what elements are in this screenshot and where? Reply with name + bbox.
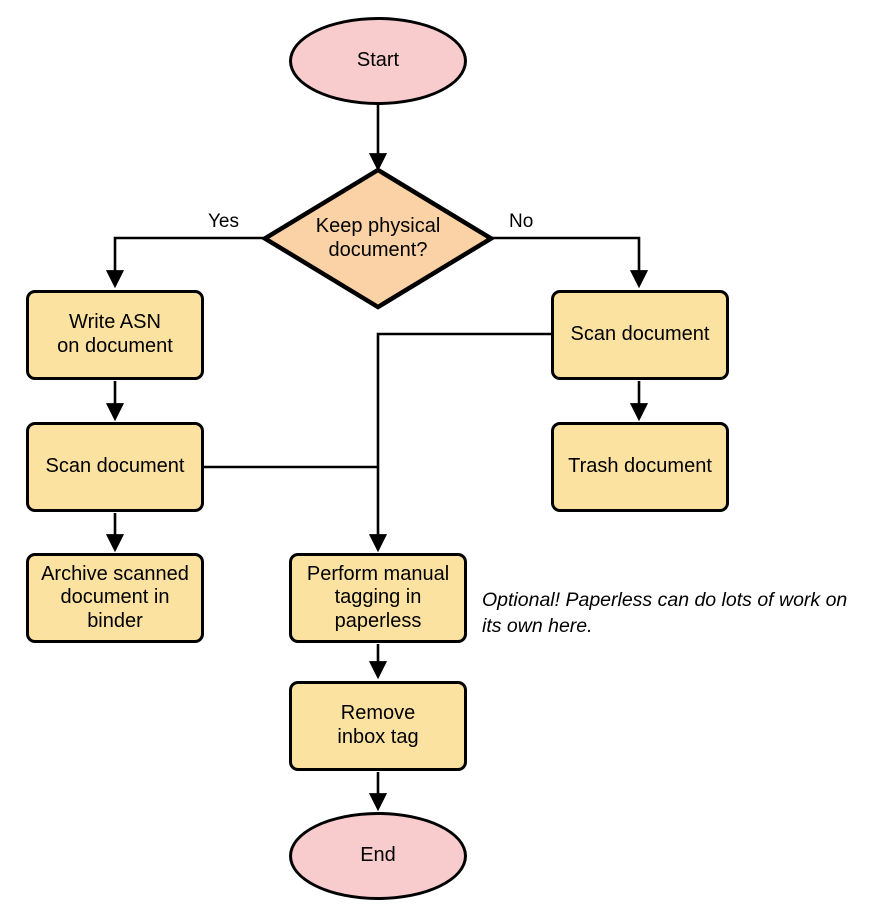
node-end[interactable]: End [289,812,467,900]
node-trash-document-label: Trash document [568,455,712,478]
node-scan-document-left[interactable]: Scan document [26,422,204,512]
edge-label-no: No [509,211,534,232]
edge-label-yes: Yes [208,211,239,232]
node-decision[interactable]: Keep physical document? [262,167,494,310]
node-start-label: Start [356,49,400,72]
node-scan-document-left-label: Scan document [45,455,185,478]
edge-yes-to-write-asn [105,236,264,289]
node-scan-document-right-label: Scan document [570,323,710,346]
node-trash-document[interactable]: Trash document [551,422,729,512]
node-remove-inbox-tag-label: Remove inbox tag [337,702,419,748]
node-write-asn[interactable]: Write ASN on document [26,290,204,380]
node-scan-document-right[interactable]: Scan document [551,290,729,380]
node-archive-label: Archive scanned document in binder [41,562,189,632]
diamond-shape [262,167,494,310]
edge-no-to-scan-right [492,236,649,289]
annotation-optional-note: Optional! Paperless can do lots of work … [482,589,848,638]
node-end-label: End [360,844,396,867]
node-manual-tagging-label: Perform manual tagging in paperless [306,562,450,632]
node-start[interactable]: Start [289,17,467,105]
node-manual-tagging[interactable]: Perform manual tagging in paperless [289,553,467,643]
node-remove-inbox-tag[interactable]: Remove inbox tag [289,681,467,771]
edge-scan-right-to-tagging [368,332,551,553]
node-write-asn-label: Write ASN on document [57,311,173,357]
node-archive[interactable]: Archive scanned document in binder [26,553,204,643]
node-decision-label: Keep physical document? [315,214,441,261]
